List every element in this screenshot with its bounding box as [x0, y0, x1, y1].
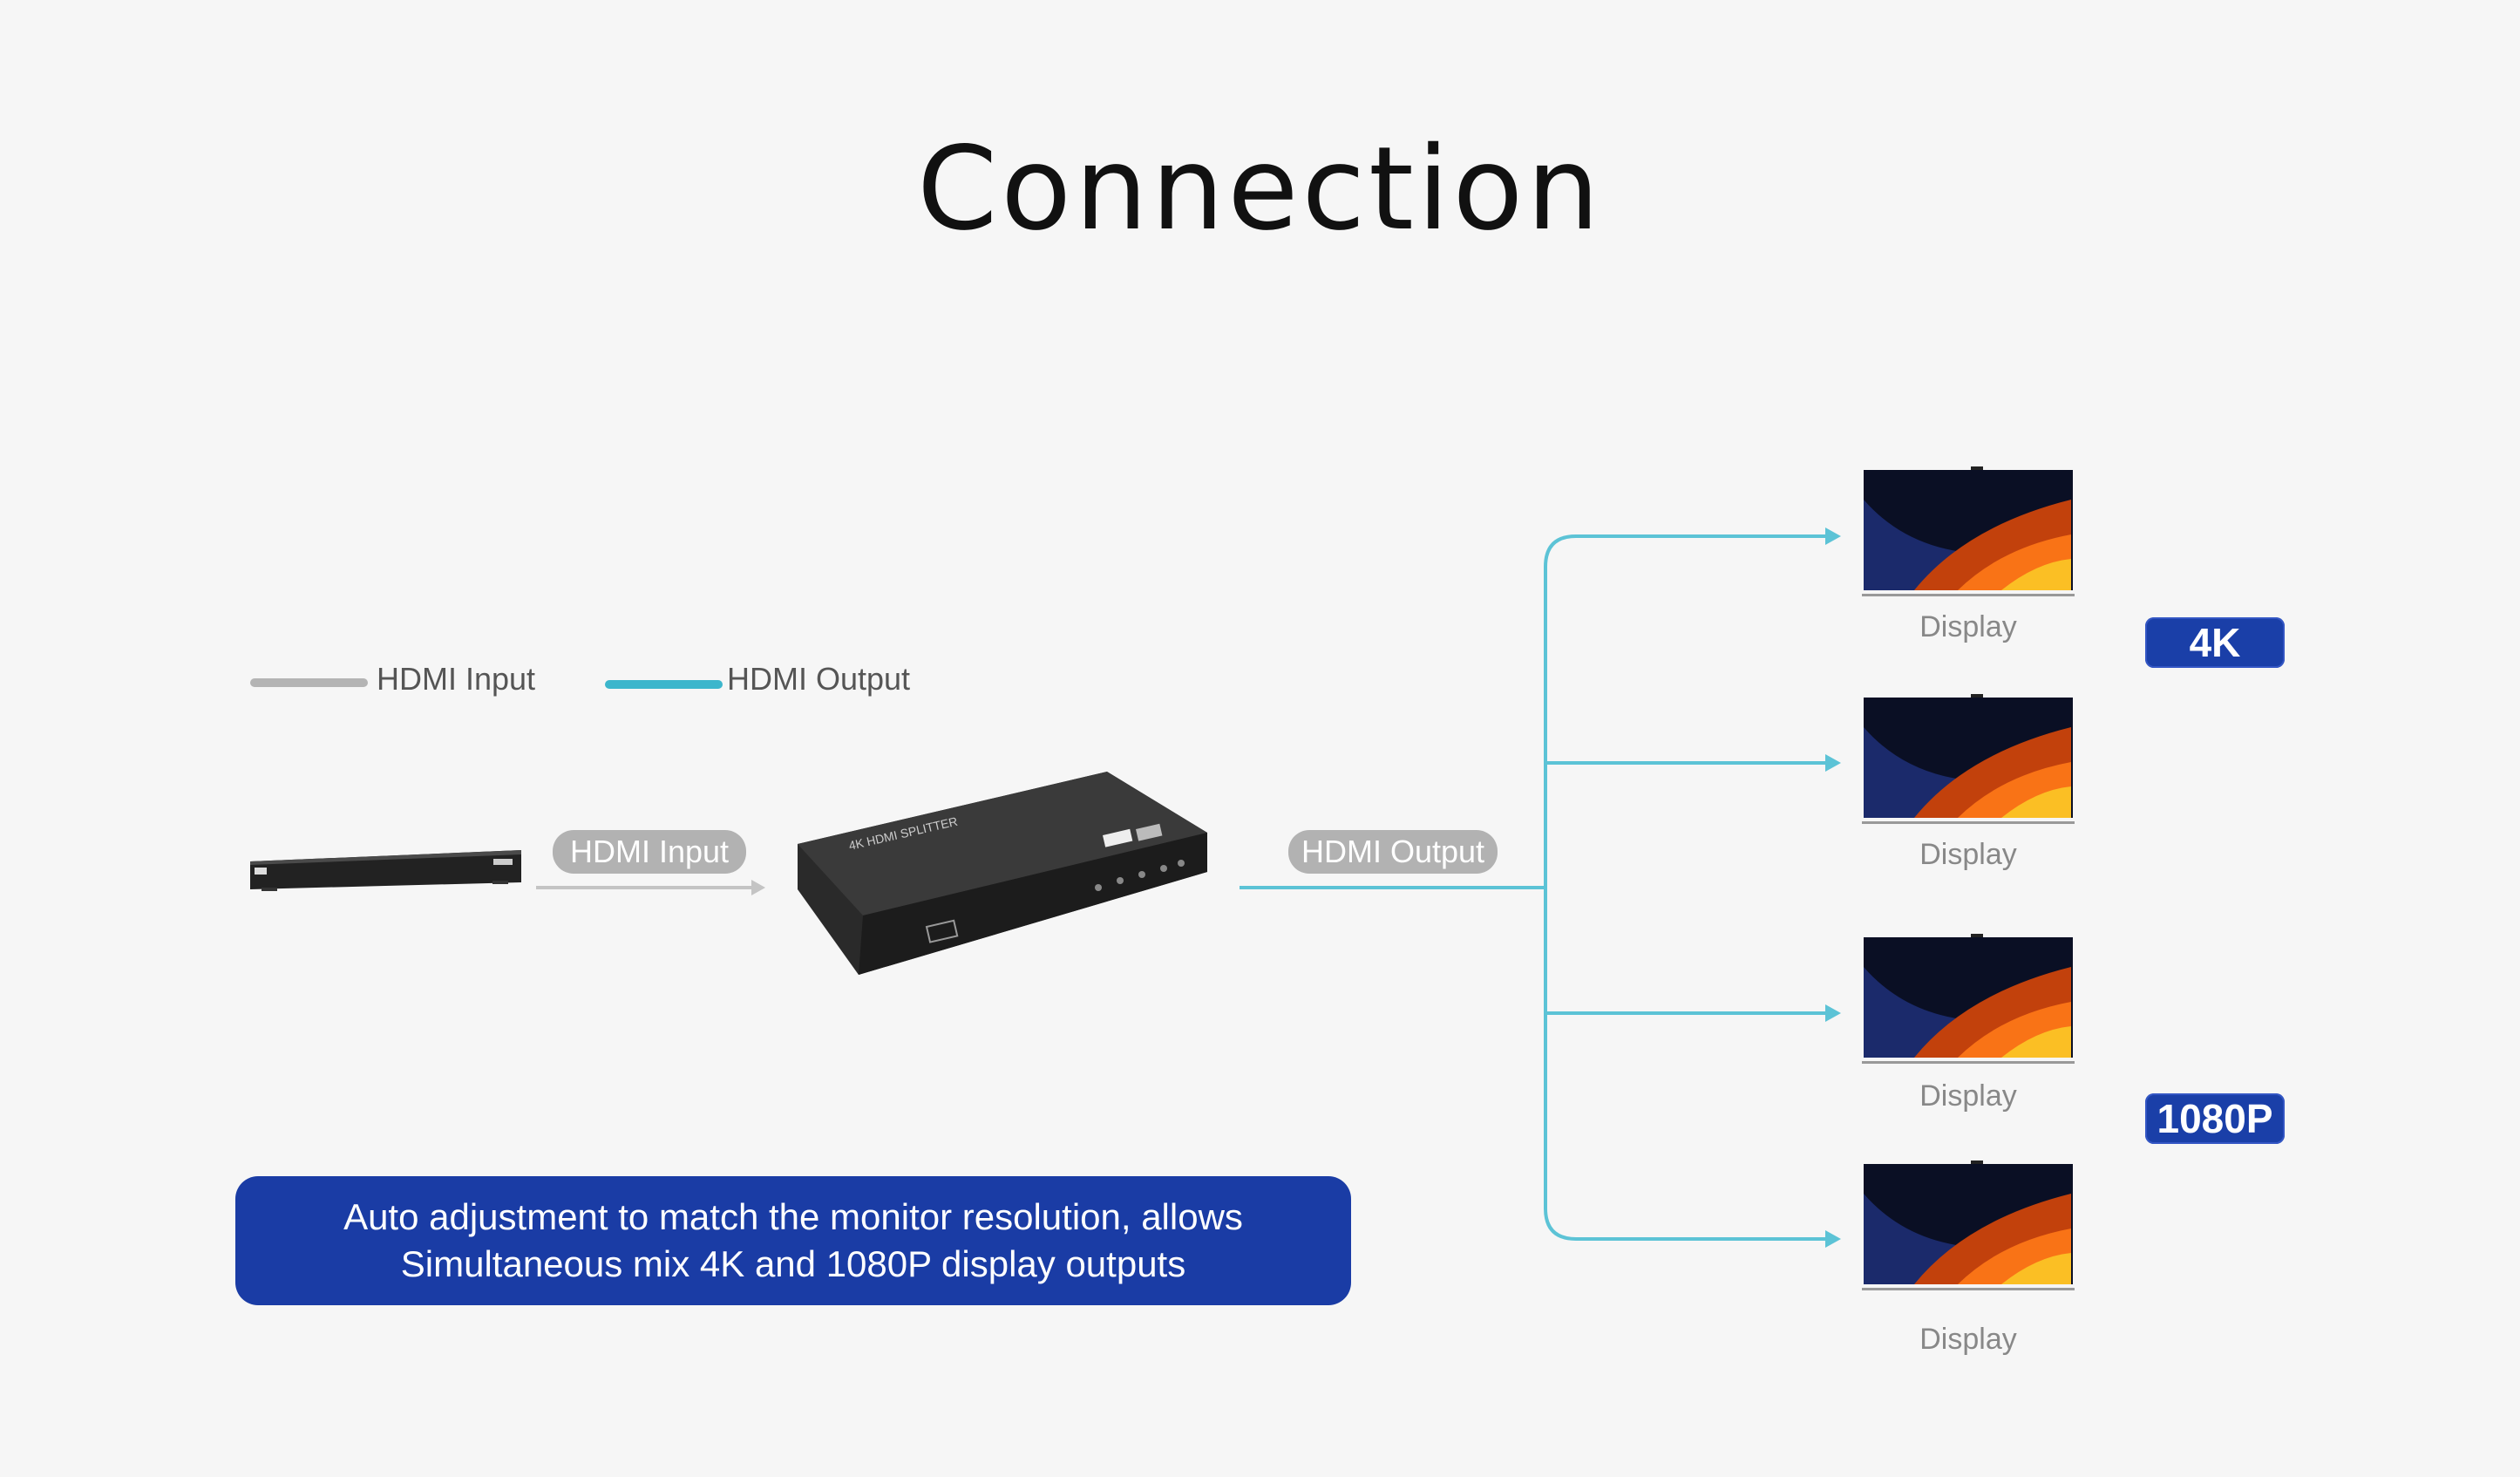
page-title: Connection — [917, 122, 1603, 256]
arrowhead-1 — [1825, 528, 1841, 545]
legend-output-line — [605, 680, 723, 689]
legend-input-line — [250, 678, 368, 687]
hdmi-output-pill: HDMI Output — [1288, 830, 1498, 874]
display-label: Display — [1919, 838, 2017, 871]
output-bus-lower — [1544, 888, 1831, 1241]
tv-icon — [1862, 1160, 2075, 1290]
legend-input-label: HDMI Input — [377, 661, 536, 697]
banner-line-2: Simultaneous mix 4K and 1080P display ou… — [400, 1243, 1186, 1284]
input-arrowhead — [751, 880, 765, 895]
tv-icon — [1862, 934, 2075, 1064]
tv-icon — [1862, 694, 2075, 824]
legend-output-label: HDMI Output — [727, 661, 911, 697]
badge-4k: 4K — [2145, 617, 2285, 668]
hdmi-splitter-icon: 4K HDMI SPLITTER — [798, 772, 1207, 975]
display-label: Display — [1919, 1323, 2017, 1356]
badge-1080p: 1080P — [2145, 1093, 2285, 1144]
tv-icon — [1862, 466, 2075, 596]
display-label: Display — [1919, 610, 2017, 643]
hdmi-input-pill: HDMI Input — [553, 830, 746, 874]
display-label: Display — [1919, 1079, 2017, 1113]
arrowhead-3 — [1825, 1004, 1841, 1022]
banner-line-1: Auto adjustment to match the monitor res… — [343, 1196, 1243, 1237]
arrowhead-2 — [1825, 754, 1841, 772]
output-bus — [1544, 534, 1831, 888]
feature-banner: Auto adjustment to match the monitor res… — [235, 1176, 1351, 1305]
source-player-icon — [250, 850, 521, 891]
arrowhead-4 — [1825, 1230, 1841, 1248]
